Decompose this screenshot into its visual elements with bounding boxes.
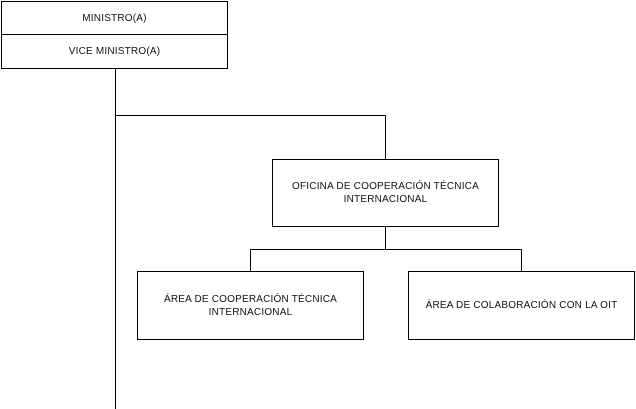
node-ministro: MINISTRO(A) — [1, 1, 228, 35]
node-vice-ministro-label: VICE MINISTRO(A) — [68, 46, 161, 57]
node-ministro-label: MINISTRO(A) — [82, 12, 147, 24]
node-vice-ministro: VICE MINISTRO(A) — [1, 34, 228, 69]
node-area-oit-label: ÁREA DE COLABORACIÓN CON LA OIT — [425, 300, 618, 311]
node-area-cooperacion-tecnica: ÁREA DE COOPERACIÓN TÉCNICA INTERNACIONA… — [137, 271, 364, 340]
node-area-cooperacion-label: ÁREA DE COOPERACIÓN TÉCNICA INTERNACIONA… — [163, 293, 338, 318]
node-oficina-label: OFICINA DE COOPERACIÓN TÉCNICA INTERNACI… — [292, 181, 479, 205]
node-area-colaboracion-oit: ÁREA DE COLABORACIÓN CON LA OIT — [408, 271, 635, 340]
node-oficina-cooperacion-tecnica: OFICINA DE COOPERACIÓN TÉCNICA INTERNACI… — [272, 159, 499, 227]
